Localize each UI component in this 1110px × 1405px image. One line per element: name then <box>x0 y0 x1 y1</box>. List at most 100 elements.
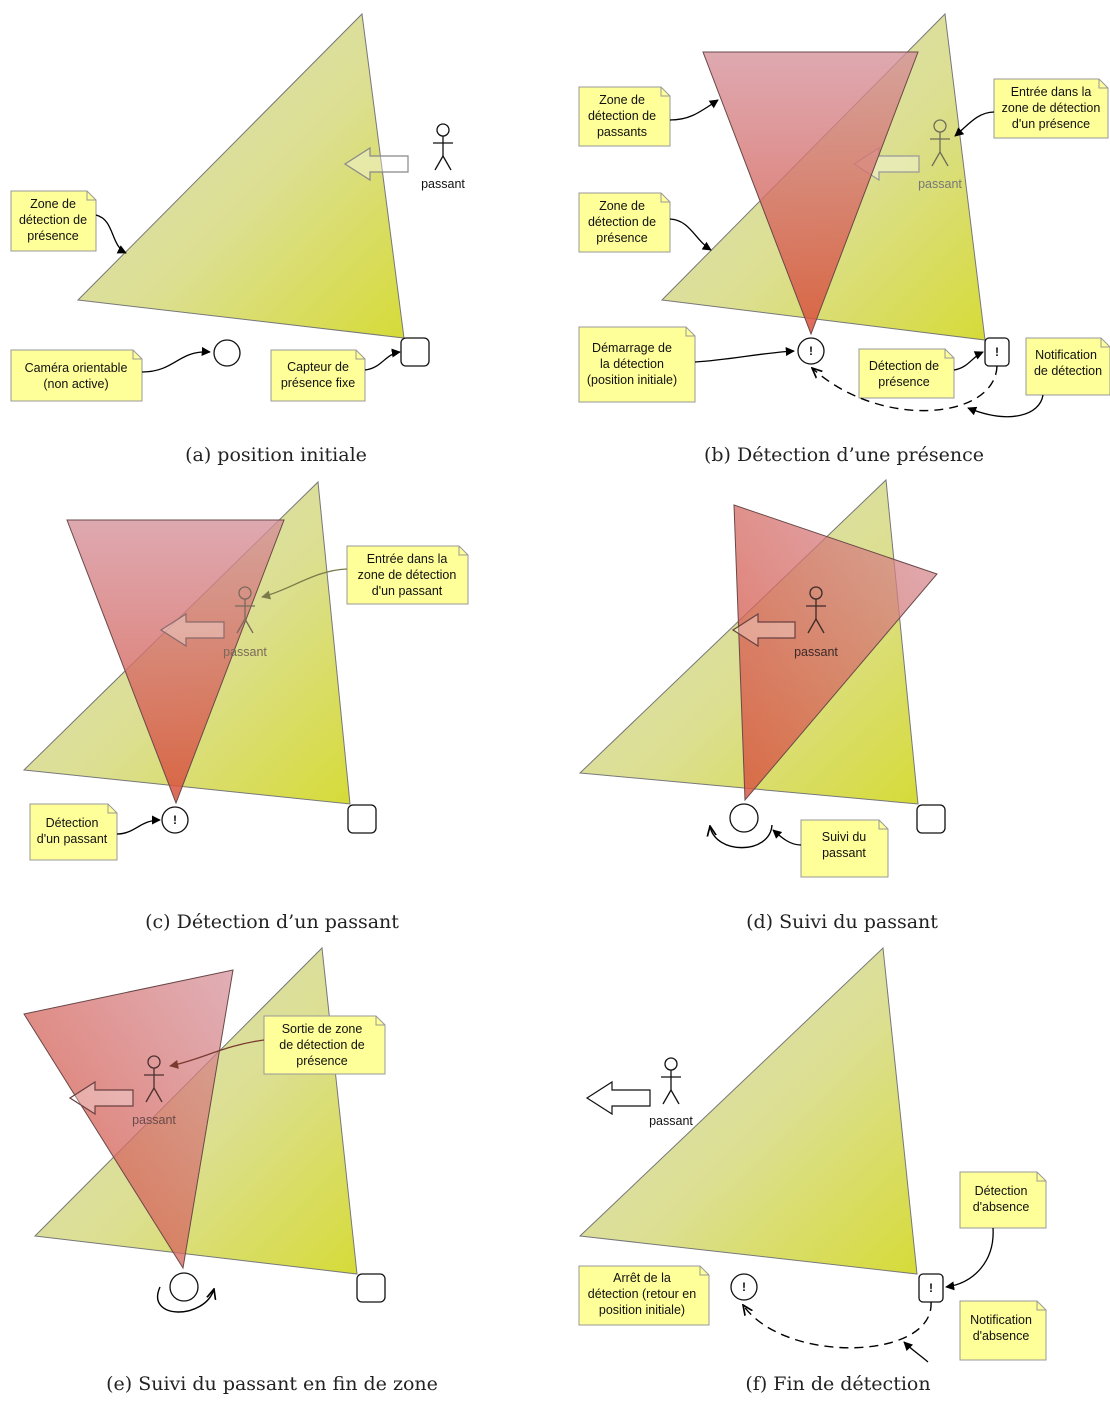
connector-arrow <box>141 346 211 373</box>
note-line: d'un passant <box>37 832 108 846</box>
note-line: passant <box>822 846 866 860</box>
actor-icon <box>144 1055 164 1103</box>
sensor-icon <box>356 1273 386 1303</box>
note-line: Détection <box>975 1184 1028 1198</box>
detection-zone <box>702 51 919 336</box>
arrow-icon <box>343 146 409 182</box>
note-line: présence fixe <box>281 376 355 390</box>
note-absence-notification: Notification d'absence <box>959 1300 1047 1361</box>
note-line: Entrée dans la <box>1011 85 1092 99</box>
connector-arrow <box>953 351 984 371</box>
panel-a: passant Zone de détection de présence Ca… <box>10 12 465 466</box>
note-line: Notification <box>970 1313 1032 1327</box>
sensor-icon <box>916 804 946 834</box>
panel-e: passant Sortie de zone de détection de p… <box>23 946 438 1395</box>
arrow-icon <box>159 612 225 648</box>
note-line: Zone de <box>30 197 76 211</box>
connector-arrow <box>772 829 802 846</box>
panel-d: passant Suivi du passant (d) Suivi du pa… <box>578 478 946 933</box>
sensor-icon <box>400 337 430 367</box>
note-line: zone de détection <box>358 568 457 582</box>
connector-arrow <box>954 111 995 137</box>
actor-icon <box>433 123 453 171</box>
caption: (d) Suivi du passant <box>746 911 938 933</box>
connector-arrow <box>364 348 401 371</box>
note-line: détection de <box>588 109 656 123</box>
presence-zone <box>76 12 405 339</box>
presence-zone <box>578 946 918 1275</box>
note-line: position initiale) <box>599 1303 685 1317</box>
note-line: Démarrage de <box>592 341 672 355</box>
note-line: Zone de <box>599 199 645 213</box>
note-zone-passants: Zone de détection de passants <box>578 86 671 147</box>
note-start-detection: Démarrage de la détection (position init… <box>578 326 696 403</box>
note-line: détection de <box>19 213 87 227</box>
camera-icon <box>213 339 241 367</box>
actor-label: passant <box>794 645 838 659</box>
note-stop-detection: Arrêt de la détection (retour en positio… <box>578 1265 710 1326</box>
connector-arrow <box>261 568 348 600</box>
note-line: d'absence <box>973 1200 1030 1214</box>
camera-icon: ! <box>730 1273 758 1301</box>
connector-arrow <box>694 346 795 363</box>
note-line: (non active) <box>43 377 108 391</box>
camera-icon: ! <box>161 806 189 834</box>
caption: (e) Suivi du passant en fin de zone <box>106 1373 438 1395</box>
sensor-icon: ! <box>918 1273 944 1303</box>
note-line: d'un passant <box>372 584 443 598</box>
panel-b: passant Zone de détection de passants Zo… <box>578 12 1110 466</box>
note-line: Entrée dans la <box>367 552 448 566</box>
note-absence-detection: Détection d'absence <box>959 1171 1047 1229</box>
caption: (a) position initiale <box>185 444 367 466</box>
actor-label: passant <box>649 1114 693 1128</box>
actor-icon <box>661 1057 681 1105</box>
rotation-arrow <box>157 1286 214 1313</box>
actor-icon <box>235 586 255 634</box>
connector-arrow <box>116 815 161 835</box>
arrow-icon <box>68 1080 134 1116</box>
connector-arrow <box>903 1341 929 1363</box>
svg-text:!: ! <box>809 344 813 358</box>
note-line: présence <box>27 229 78 243</box>
actor-label: passant <box>421 177 465 191</box>
note-passant-detection: Détection d'un passant <box>29 803 118 861</box>
sensor-icon <box>347 804 377 834</box>
connector-arrow <box>669 218 712 251</box>
note-line: Zone de <box>599 93 645 107</box>
note-zone-presence: Zone de détection de présence <box>578 192 671 253</box>
note-zone-presence: Zone de détection de présence <box>10 190 97 252</box>
note-line: Notification <box>1035 348 1097 362</box>
arrow-icon <box>585 1080 651 1116</box>
note-line: Sortie de zone <box>282 1022 363 1036</box>
note-line: présence <box>878 375 929 389</box>
note-exit-zone: Sortie de zone de détection de présence <box>263 1015 386 1075</box>
actor-icon <box>930 119 950 167</box>
note-camera: Caméra orientable (non active) <box>10 349 143 402</box>
note-line: Arrêt de la <box>613 1271 671 1285</box>
actor-label: passant <box>223 645 267 659</box>
notification-arrow <box>743 1301 932 1349</box>
note-tracking: Suivi du passant <box>800 819 889 878</box>
actor-label: passant <box>918 177 962 191</box>
note-line: Caméra orientable <box>25 361 128 375</box>
svg-text:!: ! <box>929 1281 933 1295</box>
note-line: Détection de <box>869 359 939 373</box>
note-entry-zone: Entrée dans la zone de détection d'un pr… <box>993 78 1109 139</box>
caption: (b) Détection d’une présence <box>704 444 984 466</box>
note-sensor: Capteur de présence fixe <box>270 349 366 402</box>
caption: (c) Détection d’un passant <box>145 911 399 933</box>
note-line: zone de détection <box>1002 101 1101 115</box>
connector-arrow <box>95 214 127 254</box>
rotation-arrow <box>710 825 773 849</box>
actor-label: passant <box>132 1113 176 1127</box>
note-line: Détection <box>46 816 99 830</box>
sensor-icon: ! <box>984 337 1010 367</box>
svg-text:!: ! <box>742 1280 746 1294</box>
note-line: détection de <box>588 215 656 229</box>
connector-arrow <box>945 1227 994 1291</box>
panel-f: passant Détection d'absence ! Arrêt de l… <box>578 946 1047 1395</box>
note-presence-detection: Détection de présence <box>858 348 955 399</box>
note-line: Capteur de <box>287 360 349 374</box>
note-line: détection (retour en <box>588 1287 696 1301</box>
